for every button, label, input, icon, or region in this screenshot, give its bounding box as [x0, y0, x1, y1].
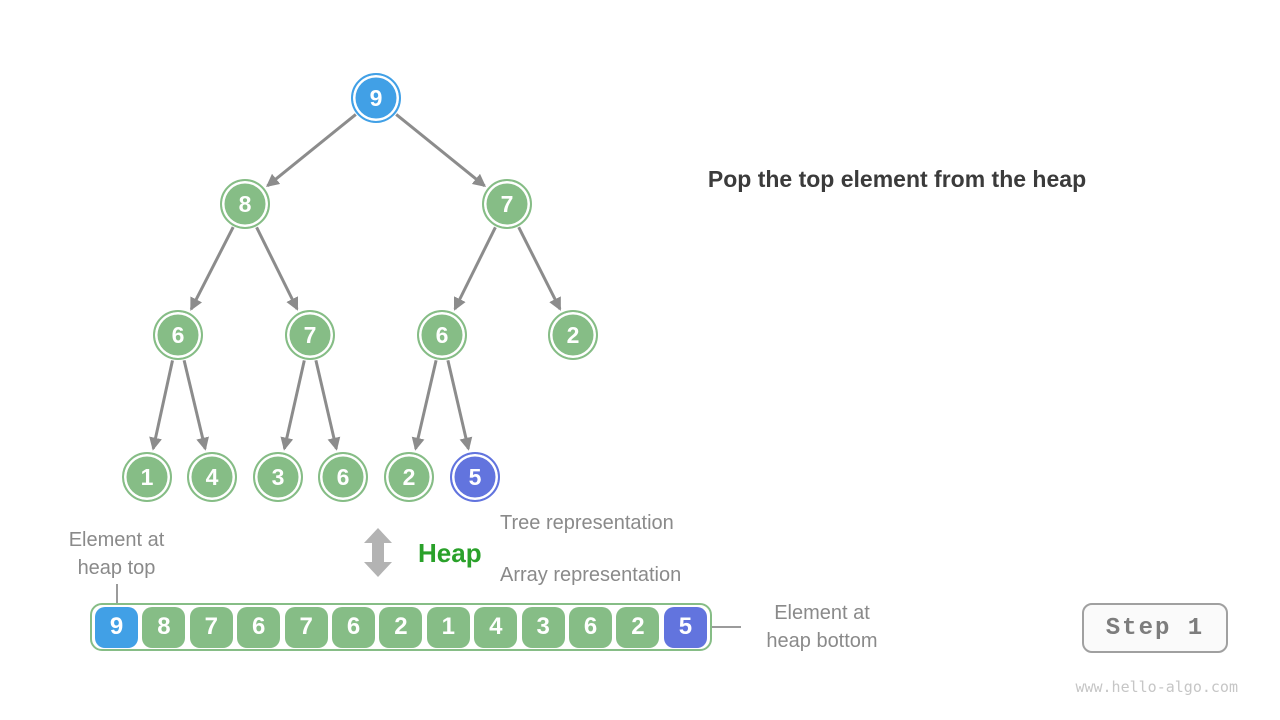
heap-label: Heap [418, 538, 482, 568]
array-cell: 6 [237, 606, 281, 648]
heap-top-pointer-label: Element at heap top [36, 526, 197, 582]
tree-edge [149, 360, 174, 451]
heap-bottom-pointer-line2: heap bottom [766, 630, 878, 652]
tree-node: 6 [153, 310, 203, 360]
tree-node: 9 [351, 73, 401, 123]
heap-bottom-connector-line [712, 626, 741, 628]
tree-node: 4 [187, 452, 237, 502]
tree-node: 8 [220, 179, 270, 229]
array-cell: 9 [95, 606, 138, 648]
tree-edge [446, 359, 473, 451]
tree-edge [255, 226, 299, 311]
tree-edge [265, 113, 357, 188]
swap-updown-arrow-icon [364, 528, 392, 577]
tree-representation-label: Tree representation [500, 512, 674, 534]
array-cell: 1 [426, 606, 470, 648]
tree-node: 7 [482, 179, 532, 229]
heap-top-pointer-line1: Element at [68, 529, 165, 551]
array-cell: 8 [142, 606, 186, 648]
array-cell: 3 [521, 606, 565, 648]
tree-edge [395, 113, 487, 188]
array-cell: 7 [284, 606, 328, 648]
tree-node: 6 [417, 310, 467, 360]
array-cell: 2 [379, 606, 423, 648]
array-cell: 4 [474, 606, 518, 648]
array-cell: 5 [663, 606, 707, 648]
tree-edge [517, 226, 562, 311]
tree-edge [453, 226, 497, 311]
array-cell: 6 [332, 606, 376, 648]
heap-top-pointer-line2: heap top [77, 557, 156, 579]
tree-node: 3 [253, 452, 303, 502]
tree-edge [411, 359, 438, 451]
tree-node: 6 [318, 452, 368, 502]
tree-edge [182, 359, 209, 451]
figure-title: Pop the top element from the heap [707, 166, 1087, 192]
tree-node: 2 [384, 452, 434, 502]
tree-edge [189, 226, 235, 311]
heap-bottom-pointer-line1: Element at [774, 602, 870, 624]
tree-edges [149, 113, 562, 451]
watermark: www.hello-algo.com [1075, 678, 1238, 696]
tree-node: 7 [285, 310, 335, 360]
heap-bottom-pointer-label: Element at heap bottom [752, 599, 892, 655]
tree-node: 2 [548, 310, 598, 360]
tree-node: 5 [450, 452, 500, 502]
array-cell: 2 [616, 606, 660, 648]
array-representation-label: Array representation [500, 564, 682, 586]
step-button[interactable]: Step 1 [1082, 603, 1228, 653]
heap-top-connector-line [116, 584, 118, 603]
array-cell: 7 [189, 606, 233, 648]
array-cell: 6 [569, 606, 613, 648]
tree-edge [280, 360, 306, 451]
tree-edge [314, 359, 341, 451]
tree-node: 1 [122, 452, 172, 502]
